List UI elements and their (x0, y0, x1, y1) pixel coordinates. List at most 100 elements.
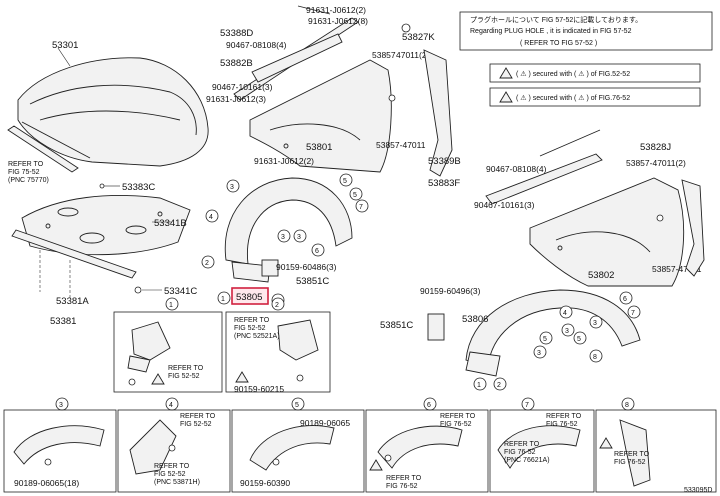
part-53883F-label: 53883F (428, 178, 460, 189)
part-90467-08108-r-label: 90467-08108(4) (486, 164, 547, 174)
fender-top-moulding: 53388D 53882B 90467-10161(3) 90467-08108… (206, 5, 368, 104)
part-53388D-label: 53388D (220, 28, 253, 39)
svg-text:5: 5 (353, 192, 357, 199)
part-90159-60496b-label: 90159-60496(3) (420, 286, 481, 296)
fender-left: 53801 91631-J0612(2) 53857 47011(2) 5382… (249, 32, 435, 173)
part-53801-label: 53801 (306, 142, 332, 153)
svg-text:6: 6 (427, 402, 431, 409)
svg-text:6: 6 (315, 248, 319, 255)
hood-insulator: 53341B (21, 195, 191, 256)
fender-right-moulding: 53389B 90467-08108(4) 53883F 90467-10161… (428, 129, 603, 210)
part-91631-4-label: 91631-J0612(2) (254, 156, 314, 166)
svg-text:2: 2 (497, 382, 501, 389)
wheel-liner-left: 3 4 2 3 3 6 5 5 7 90159-60486(3) 53851C … (201, 173, 369, 307)
part-53806-label: 53806 (462, 314, 488, 325)
svg-text:3: 3 (281, 234, 285, 241)
wheel-liner-right: 90159-60496(3) 53806 53851C 4 3 6 7 3 5 … (380, 286, 641, 391)
part-90159-60390-label: 90159-60390 (240, 478, 290, 488)
notice-box: プラグホールについて FIG 57-52に記載しております。 Regarding… (459, 11, 713, 51)
part-53802-label: 53802 (588, 270, 614, 281)
legend-box-1: ( ⚠ ) secured with ( ⚠ ) of FIG.52-52 (489, 63, 701, 83)
hood-assembly: 53301 (17, 40, 209, 167)
svg-text:3: 3 (59, 402, 63, 409)
part-90159-60486a-label: 90159-60486(3) (276, 262, 337, 272)
svg-text:8: 8 (593, 354, 597, 361)
warning-triangle-icon (151, 373, 165, 385)
part-53857-47011b-label: 53857-47011(2) (626, 158, 686, 168)
svg-text:2: 2 (205, 260, 209, 267)
fender-brace-left (401, 23, 453, 177)
warning-triangle-icon (235, 371, 249, 383)
svg-text:3: 3 (593, 320, 597, 327)
detail-3: 3 90189-06065(18) (3, 397, 117, 493)
part-90467-08108-top-label: 90467-08108(4) (226, 40, 287, 50)
part-90189-06065a-label: 90189-06065(18) (14, 478, 79, 488)
part-91631-1-label: 91631-J0612(2) (306, 5, 366, 15)
part-90189-06065b-label: 90189-06065 (300, 418, 350, 428)
svg-text:4: 4 (169, 402, 173, 409)
svg-text:5: 5 (343, 178, 347, 185)
part-90467-10161-r-label: 90467-10161(3) (474, 200, 535, 210)
svg-text:3: 3 (565, 328, 569, 335)
part-53857-47011c-label: 53857-47011 (652, 264, 702, 274)
svg-text:5: 5 (543, 336, 547, 343)
doc-id: 533095D (684, 487, 712, 494)
part-53381A-label: 53381A (56, 296, 89, 307)
svg-text:4: 4 (209, 214, 213, 221)
notice-line-en: Regarding PLUG HOLE , it is indicated in… (470, 28, 632, 35)
svg-text:1: 1 (221, 296, 225, 303)
warning-triangle-icon (599, 437, 613, 449)
part-53383C-label: 53383C (122, 182, 155, 193)
warning-triangle-icon (369, 459, 383, 471)
part-53381-label: 53381 (50, 316, 76, 327)
svg-text:7: 7 (631, 310, 635, 317)
svg-text:5: 5 (295, 402, 299, 409)
svg-text:1: 1 (477, 382, 481, 389)
part-53341C-label: 53341C (164, 286, 197, 297)
svg-text:3: 3 (297, 234, 301, 241)
part-90467-10161-top-label: 90467-10161(3) (212, 82, 273, 92)
part-91631-3-label: 91631-J0612(3) (206, 94, 266, 104)
svg-text:4: 4 (563, 310, 567, 317)
part-53851C-b-label: 53851C (380, 320, 413, 331)
notice-line-refer: ( REFER TO FIG 57-52 ) (520, 40, 597, 47)
legend-2-text: ( ⚠ ) secured with ( ⚠ ) of FIG.76-52 (516, 94, 630, 102)
svg-text:3: 3 (230, 184, 234, 191)
svg-text:8: 8 (625, 402, 629, 409)
svg-text:6: 6 (623, 296, 627, 303)
hood-rear-seal: 53341C 53381A 53381 (11, 229, 197, 327)
part-53827K-label: 53827K (402, 32, 435, 43)
legend-box-2: ( ⚠ ) secured with ( ⚠ ) of FIG.76-52 (489, 87, 701, 107)
notice-line-jp: プラグホールについて FIG 57-52に記載しております。 (470, 15, 642, 24)
svg-text:2: 2 (275, 302, 279, 309)
part-53857-47011-label: 53857-47011 (376, 140, 426, 150)
warning-triangle-icon (499, 91, 513, 103)
fender-right: 53802 53828J 53857-47011(2) 53857-47011 (529, 142, 705, 287)
highlighted-part-53805[interactable] (231, 287, 269, 305)
detail-5: 5 90189-06065 90159-60390 (231, 397, 365, 493)
svg-text:7: 7 (359, 204, 363, 211)
part-53805-label[interactable]: 53805 (236, 292, 262, 303)
warning-triangle-icon (499, 67, 513, 79)
part-53828J-label: 53828J (640, 142, 671, 153)
svg-text:1: 1 (169, 302, 173, 309)
part-53882B-label: 53882B (220, 58, 253, 69)
